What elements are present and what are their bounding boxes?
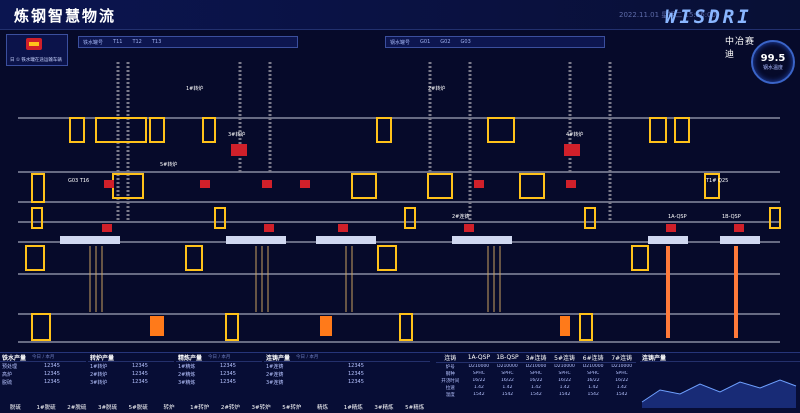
panel-title: 转炉产量 (90, 354, 115, 362)
plant-scene: 1#转炉 2#转炉 3#转炉 4#转炉 5#转炉 1A-QSP 1B-QSP T… (18, 62, 781, 343)
legend-text: 日 ① 铁水罐在途运输车辆 (10, 58, 62, 63)
top-bar: 炼钢智慧物流 2022.11.01 星期二 15:36:00 (0, 0, 800, 30)
scene-label: 1A-QSP (668, 214, 687, 220)
mini-chart-panel: 连铸产量 (640, 353, 800, 413)
temperature-gauge: 99.5 钢水温度 (751, 40, 795, 84)
page-title: 炼钢智慧物流 (14, 7, 117, 25)
area-fill (642, 380, 796, 408)
info-label: 钢水罐号 (390, 39, 411, 46)
logo-sub: 中冶赛迪 (725, 37, 756, 60)
panel-title: 铁水产量 (2, 354, 27, 362)
nav-item[interactable]: 5#转炉 (282, 405, 302, 411)
nav-item[interactable]: 5#精炼 (405, 405, 425, 411)
nav-item[interactable]: 3#脱硫 (97, 405, 118, 411)
scene-label: 2#连铸 (452, 213, 469, 220)
info-item: G02 (440, 39, 451, 45)
brand-logo: WISDRI 中冶赛迪 (665, 6, 755, 60)
nav-item[interactable]: 精炼 (317, 405, 329, 411)
nav-item[interactable]: 转炉 (163, 405, 175, 411)
info-item: G01 (420, 39, 431, 45)
nav-item[interactable]: 1#精炼 (343, 405, 363, 411)
info-item: G03 (460, 39, 471, 45)
qsp-lines (666, 246, 738, 338)
nav-item[interactable]: 3#精炼 (374, 405, 394, 411)
scene-label: T1# Q25 (705, 178, 728, 184)
nav-item[interactable]: 3#转炉 (251, 405, 271, 411)
scene-label: 3#转炉 (228, 131, 245, 138)
scene-label: G03 T16 (68, 178, 89, 184)
scene-label: 1B-QSP (722, 214, 741, 220)
panel-title: 连铸产量 (266, 354, 291, 362)
orange-blocks (150, 316, 570, 336)
panel-sub: 今日 / 本月 (32, 355, 55, 360)
info-item: T11 (113, 39, 123, 45)
crane-tracks (18, 117, 780, 343)
nav-item[interactable]: 1#转炉 (190, 405, 210, 411)
casters (60, 236, 760, 244)
legend-box: 日 ① 铁水罐在途运输车辆 (6, 34, 68, 66)
info-item: T12 (132, 39, 142, 45)
panel-sub: 今日 / 本月 (296, 355, 319, 360)
mini-area-chart (641, 379, 797, 408)
yellow-crane-frames (25, 117, 781, 341)
ladle-icon (26, 38, 42, 50)
nav-item[interactable]: 2#脱硫 (67, 405, 87, 411)
nav-item[interactable]: 1#脱硫 (36, 405, 56, 411)
info-label: 铁水罐号 (83, 39, 104, 46)
panel-title: 精炼产量 (178, 354, 203, 362)
iron-ladle-info[interactable]: 铁水罐号 T11 T12 T13 (78, 36, 298, 48)
scene-label: 2#转炉 (428, 85, 445, 92)
datetime: 2022.11.01 星期二 15:36:00 (619, 11, 716, 19)
gauge-value: 99.5 (760, 53, 786, 64)
strand-lines (89, 246, 501, 312)
gauge-label: 钢水温度 (762, 65, 783, 71)
process-nav: 脱硫 1#脱硫 2#脱硫 3#脱硫 5#脱硫 转炉 1#转炉 2#转炉 3#转炉… (0, 401, 430, 413)
steel-ladle-info[interactable]: 钢水罐号 G01 G02 G03 (385, 36, 605, 48)
scene-label: 1#转炉 (186, 85, 203, 92)
panel-title: 连铸产量 (642, 354, 667, 362)
area-line (641, 379, 797, 403)
scene-label: 4#转炉 (566, 131, 583, 138)
nav-item[interactable]: 脱硫 (9, 405, 21, 411)
logo-text: WISDRI (665, 6, 752, 28)
nav-item[interactable]: 2#转炉 (220, 405, 240, 411)
panel-sub: 今日 / 本月 (208, 355, 231, 360)
nav-item[interactable]: 5#脱硫 (128, 405, 148, 411)
ladles (102, 144, 744, 232)
info-item: T13 (151, 39, 162, 45)
scene-label: 5#转炉 (160, 161, 177, 168)
